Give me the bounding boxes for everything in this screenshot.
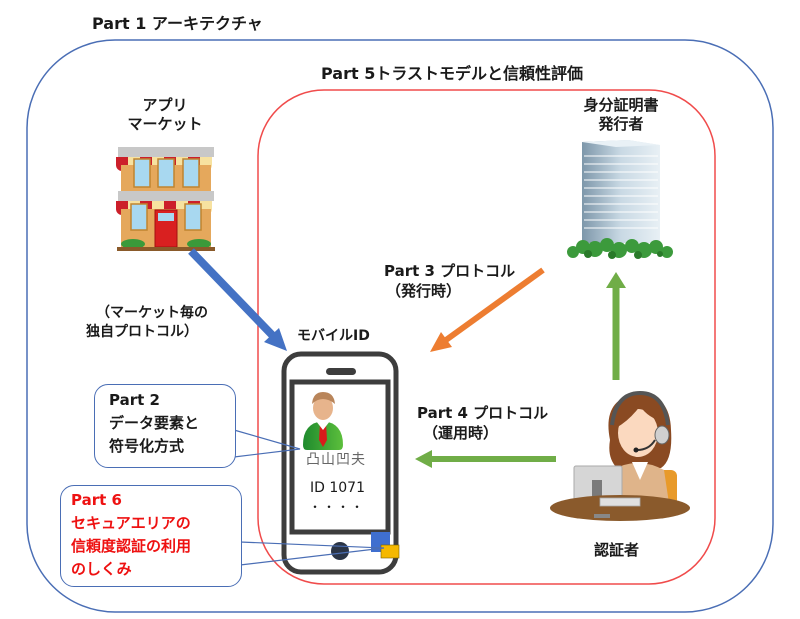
part3-line2: （発行時） xyxy=(386,282,462,300)
part5-title: Part 5トラストモデルと信頼性評価 xyxy=(321,64,584,83)
issuer-label-line1: 身分証明書 xyxy=(583,96,659,114)
part2-line2: データ要素と xyxy=(109,414,200,432)
holder-id: ID 1071 xyxy=(310,480,365,496)
app-market-label: アプリ マーケット xyxy=(110,96,220,134)
part2-callout-pointer xyxy=(233,429,301,458)
part2-line3: 符号化方式 xyxy=(109,437,185,455)
verifier-to-issuer-arrow xyxy=(606,272,626,380)
issuer-label: 身分証明書 発行者 xyxy=(566,96,676,134)
part1-frame xyxy=(26,39,774,613)
market-protocol-line1: （マーケット毎の xyxy=(96,305,208,321)
part2-callout-text: Part 2 データ要素と 符号化方式 xyxy=(109,389,199,458)
id-more-dots: ・・・・ xyxy=(309,500,366,514)
secure-area-chip-icon xyxy=(380,544,400,559)
part3-issuance-arrow xyxy=(430,267,545,352)
part3-protocol-label: Part 3 プロトコル （発行時） xyxy=(384,261,515,301)
part4-line2: （運用時） xyxy=(423,424,499,442)
app-market-label-line2: マーケット xyxy=(127,115,203,133)
holder-name: 凸山凹夫 xyxy=(306,452,366,468)
part6-line4: のしくみ xyxy=(71,560,132,578)
issuer-label-line2: 発行者 xyxy=(598,115,644,133)
part6-callout-text: Part 6 セキュアエリアの 信頼度認証の利用 のしくみ xyxy=(71,489,191,581)
operator-with-headset-icon xyxy=(550,390,690,521)
smartphone-icon xyxy=(281,351,399,575)
market-protocol-note: （マーケット毎の 独自プロトコル） xyxy=(86,304,208,342)
app-market-label-line1: アプリ xyxy=(142,96,188,114)
part6-line1: Part 6 xyxy=(71,491,122,509)
part4-protocol-label: Part 4 プロトコル （運用時） xyxy=(417,403,548,443)
market-to-mobile-arrow xyxy=(188,248,287,351)
office-building-icon xyxy=(567,140,673,259)
part6-callout-pointer xyxy=(239,541,385,566)
storefront-icon xyxy=(116,147,215,251)
part6-line2: セキュアエリアの xyxy=(71,514,191,532)
part4-line1: Part 4 プロトコル xyxy=(417,404,549,422)
part2-callout: Part 2 データ要素と 符号化方式 xyxy=(94,384,236,468)
part1-title: Part 1 アーキテクチャ xyxy=(92,14,263,33)
part3-line1: Part 3 プロトコル xyxy=(384,262,516,280)
part4-operation-arrow xyxy=(415,450,556,468)
user-avatar-icon xyxy=(303,392,343,450)
verifier-label: 認証者 xyxy=(594,541,640,559)
part5-frame xyxy=(257,89,716,585)
part2-line1: Part 2 xyxy=(109,391,160,409)
market-protocol-line2: 独自プロトコル） xyxy=(86,324,198,340)
part6-callout: Part 6 セキュアエリアの 信頼度認証の利用 のしくみ xyxy=(60,485,242,587)
part6-line3: 信頼度認証の利用 xyxy=(71,537,192,555)
mobile-id-label: モバイルID xyxy=(297,328,370,344)
